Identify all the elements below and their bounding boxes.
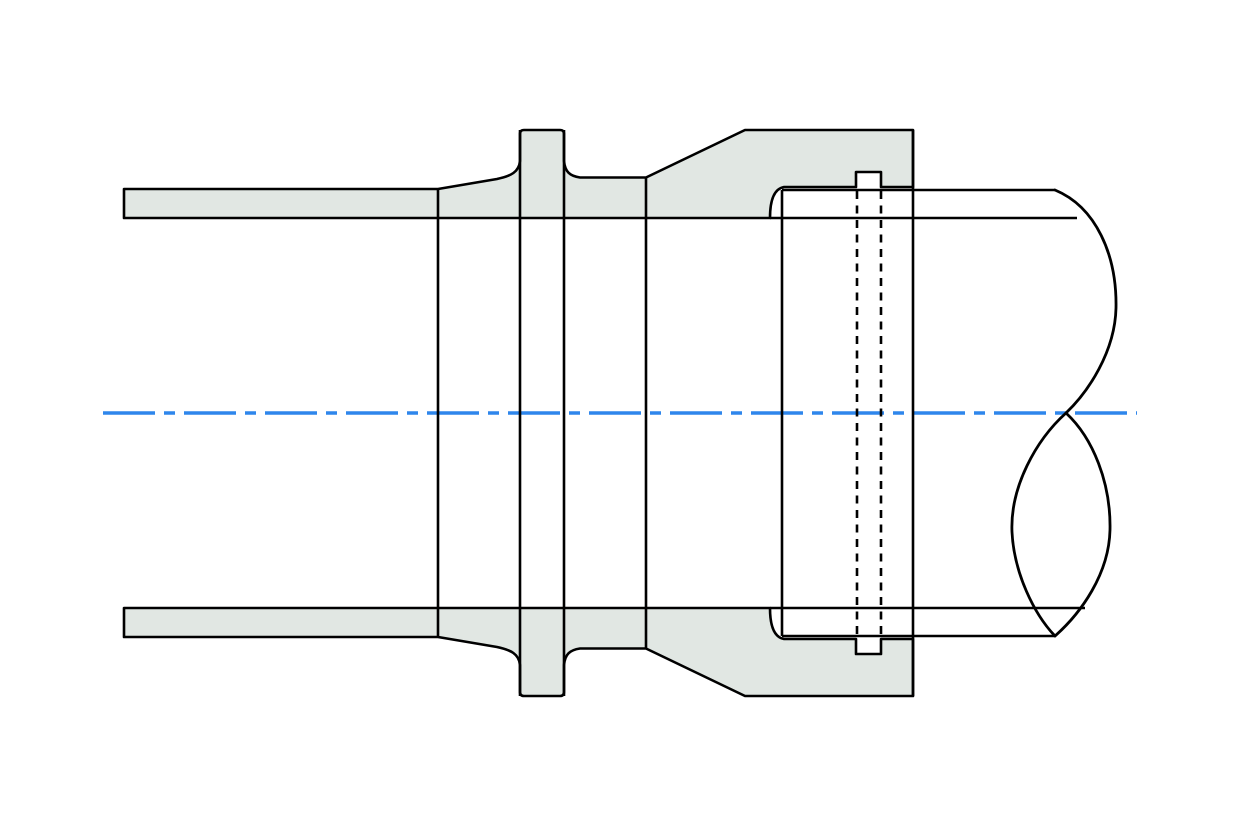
coupling-body-upper-wall <box>122 128 915 220</box>
coupling-body-lower-wall <box>122 606 915 698</box>
pipe-break-inner-curve <box>1053 411 1112 638</box>
